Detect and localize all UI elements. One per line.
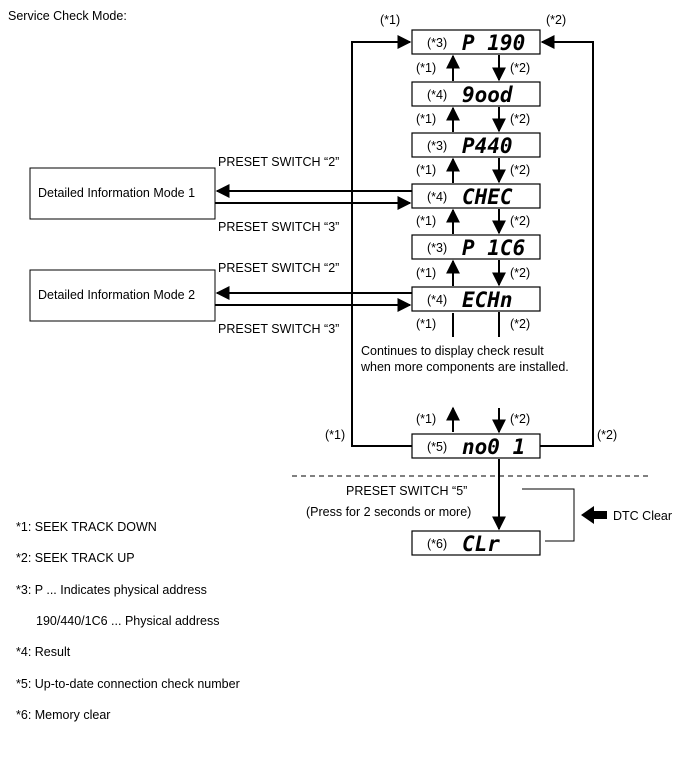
legend-item-3b: 190/440/1C6 ... Physical address [36,614,220,628]
display-code: CHEC [462,185,513,209]
legend-item-6: *6: Memory clear [16,708,111,722]
svg-text:(*1): (*1) [416,266,436,280]
display-code: ECHn [462,288,513,312]
preset-arrows [215,184,412,312]
display-box-no01: (*5) no0 1 [411,433,541,459]
svg-text:(*1): (*1) [416,412,436,426]
continues-text-2: when more components are installed. [360,360,569,374]
display-box-good: (*4) 9ood [411,81,541,107]
svg-text:(*2): (*2) [510,163,530,177]
svg-text:(*2): (*2) [597,428,617,442]
svg-text:(*1): (*1) [416,317,436,331]
display-tag: (*6) [427,537,447,551]
loop-lines [351,35,594,447]
legend-item-4: *4: Result [16,645,71,659]
display-box-chec: (*4) CHEC [411,183,541,209]
detail-mode-2-box: Detailed Information Mode 2 [29,269,216,322]
display-code: P 1C6 [462,236,525,260]
dtc-bracket [522,488,575,542]
display-tag: (*5) [427,440,447,454]
dtc-clear-arrow-icon [581,506,607,524]
display-tag: (*3) [427,241,447,255]
legend-item-2: *2: SEEK TRACK UP [16,551,135,565]
svg-text:(*2): (*2) [510,266,530,280]
display-box-p1c6: (*3) P 1C6 [411,234,541,260]
svg-text:(*1): (*1) [416,61,436,75]
svg-text:(*1): (*1) [416,112,436,126]
display-box-clr: (*6) CLr [411,530,541,556]
svg-text:(*1): (*1) [416,214,436,228]
svg-text:(*2): (*2) [510,214,530,228]
display-code: 9ood [462,83,514,107]
press-duration-note: (Press for 2 seconds or more) [306,505,471,519]
display-code: P440 [462,134,513,158]
display-tag: (*3) [427,36,447,50]
svg-text:(*1): (*1) [325,428,345,442]
vertical-arrows [446,54,506,531]
preset-switch-3-label: PRESET SWITCH “3” [218,220,339,234]
svg-text:(*2): (*2) [510,412,530,426]
display-code: CLr [462,532,500,556]
display-tag: (*4) [427,293,447,307]
svg-text:(*1): (*1) [380,13,400,27]
dtc-clear-label: DTC Clear [613,509,672,523]
display-code: P 190 [462,31,525,55]
svg-text:(*2): (*2) [510,317,530,331]
svg-text:(*2): (*2) [510,112,530,126]
display-tag: (*4) [427,190,447,204]
preset-switch-2-label: PRESET SWITCH “2” [218,155,339,169]
display-box-p190: (*3) P 190 [411,29,541,55]
detail-mode-1-box: Detailed Information Mode 1 [29,167,216,220]
display-tag: (*3) [427,139,447,153]
display-box-p440: (*3) P440 [411,132,541,158]
svg-text:(*2): (*2) [510,61,530,75]
display-box-echn: (*4) ECHn [411,286,541,312]
arrow-labels: (*1) (*2) (*1) (*2) (*1) (*2) (*1) (*2) … [325,13,617,442]
svg-text:Detailed Information Mode 2: Detailed Information Mode 2 [38,288,195,302]
preset-switch-2-label: PRESET SWITCH “2” [218,261,339,275]
preset-switch-3-label: PRESET SWITCH “3” [218,322,339,336]
continues-text-1: Continues to display check result [361,344,544,358]
legend-item-1: *1: SEEK TRACK DOWN [16,520,157,534]
svg-text:(*2): (*2) [546,13,566,27]
legend-item-5: *5: Up-to-date connection check number [16,677,240,691]
display-code: no0 1 [462,435,525,459]
page-title: Service Check Mode: [8,9,127,23]
preset-switch-5-label: PRESET SWITCH “5” [346,484,467,498]
legend-item-3: *3: P ... Indicates physical address [16,583,207,597]
display-tag: (*4) [427,88,447,102]
svg-text:Detailed Information Mode 1: Detailed Information Mode 1 [38,186,195,200]
svg-text:(*1): (*1) [416,163,436,177]
